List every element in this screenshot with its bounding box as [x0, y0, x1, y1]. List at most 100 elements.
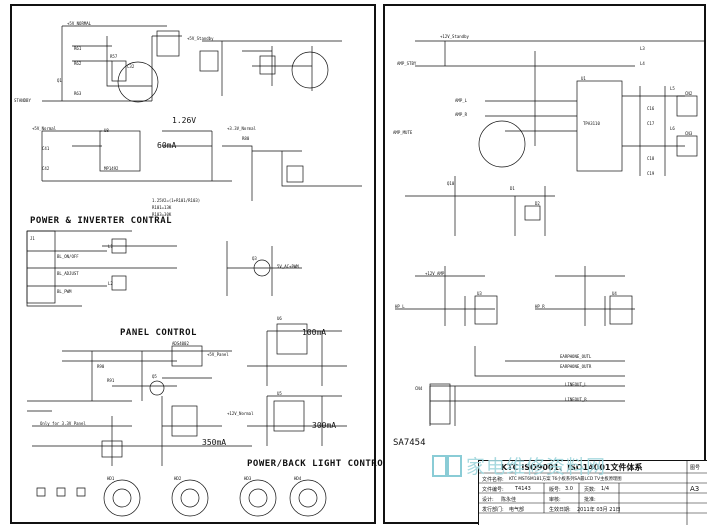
component-designator: L6	[670, 126, 675, 131]
net-hp-l: HP_L	[395, 304, 405, 309]
date-label: 生效日期:	[549, 507, 571, 513]
component-designator: R61	[74, 46, 82, 51]
component-designator: C19	[647, 171, 655, 176]
sheet-size: A3	[690, 485, 700, 493]
net-amp-l: AMP_L	[455, 98, 468, 103]
component-designator: HD4	[294, 476, 302, 481]
note-100ma: 100mA	[302, 328, 327, 337]
net-12v-standby: +12V_Standby	[440, 34, 469, 39]
component-designator: C42	[42, 166, 50, 171]
net-hp-r: HP_R	[535, 304, 545, 309]
title-block: KTC ISO9001、ISO14001文件体系 文件名称: KTC MST6M…	[478, 460, 707, 525]
component-designator: U6	[277, 316, 282, 321]
net-5v-normal: +5V_Normal	[32, 126, 57, 131]
title-block-grid	[479, 461, 707, 525]
component-designator: U4	[612, 291, 617, 296]
component-designator: Q10	[447, 181, 455, 186]
net-lineout-l: LINEOUT_L	[565, 382, 587, 387]
note-60ma: 60mA	[157, 141, 177, 150]
note-350ma: 350mA	[202, 438, 227, 447]
note-formula-2: R101=13K	[152, 205, 172, 210]
version-label: 版号:	[549, 487, 561, 493]
note-300ma: 300mA	[312, 421, 337, 430]
pages-value: 1/4	[601, 486, 610, 492]
component-designator: U8	[104, 128, 109, 133]
component-designator: TPA3110	[583, 121, 600, 126]
component-designator: ADS4002	[172, 341, 189, 346]
component-designator: U5	[277, 391, 282, 396]
note-formula-3: R103=30K	[152, 212, 172, 217]
component-designator: J1	[30, 236, 35, 241]
component-designator: L3	[640, 46, 645, 51]
heading-power-inverter: POWER & INVERTER CONTRAL	[30, 216, 173, 226]
component-designator: C17	[647, 121, 655, 126]
pages-label: 页数:	[584, 487, 596, 493]
component-designator: C16	[647, 106, 655, 111]
component-designator: L4	[640, 61, 645, 66]
component-designator: HD1	[107, 476, 115, 481]
component-designator: Q5	[152, 374, 157, 379]
component-designator: C41	[42, 146, 50, 151]
watermark-text: 家电维修资料网	[466, 456, 607, 478]
net-bl-adjust: BL_ADJUST	[57, 271, 79, 276]
design-label: 设计:	[482, 497, 494, 503]
review-label: 审核:	[549, 497, 561, 503]
company-title: KTC ISO9001、ISO14001文件体系	[501, 463, 643, 472]
component-designator: Q1	[57, 78, 62, 83]
heading-power-backlight: POWER/BACK LIGHT CONTROL	[247, 459, 390, 469]
component-designator: CN4	[415, 386, 423, 391]
net-amp-mute: AMP_MUTE	[393, 130, 413, 135]
note-1-26v: 1.26V	[172, 116, 197, 125]
note-formula-1: 1.25V2=(1+R101/R103)	[152, 198, 201, 203]
component-designator: CN3	[685, 131, 693, 136]
net-bl-onoff: BL_ON/OFF	[57, 254, 79, 259]
component-designator: R91	[107, 378, 115, 383]
note-only-3v3-panel: Only for 3.3V Panel	[40, 421, 86, 426]
corner-label: SA7454	[393, 438, 426, 448]
net-3v3-normal: +3.3V_Normal	[227, 126, 256, 131]
drawing-no-label: 图号	[690, 465, 701, 471]
dept-label: 发行部门:	[482, 507, 504, 513]
component-designator: HD3	[244, 476, 252, 481]
file-name-value: KTC MST6M181方案 T6小板系列SA最LCD TV主板原理图	[509, 477, 622, 482]
net-bl-pwm: BL_PWM	[57, 289, 72, 294]
net-5v-standby: +5V_Standby	[187, 36, 214, 41]
component-designator: R90	[97, 364, 105, 369]
component-designator: CN2	[685, 91, 693, 96]
net-amp-r: AMP_R	[455, 112, 468, 117]
component-designator: HD2	[174, 476, 182, 481]
component-designator: R63	[74, 91, 82, 96]
left-schematic-wiring	[26, 25, 362, 517]
component-designator: Q3	[252, 256, 257, 261]
dept-value: 电气部	[509, 507, 525, 513]
component-designator: R80	[242, 136, 250, 141]
component-designator: C18	[647, 156, 655, 161]
right-schematic-wiring	[395, 40, 705, 426]
file-no-label: 文件编号:	[482, 487, 504, 493]
net-5v-panel: +5V_Panel	[207, 352, 229, 357]
component-designator: D1	[510, 186, 515, 191]
component-designator: R62	[74, 61, 82, 66]
component-designator: MP1492	[104, 166, 119, 171]
net-5v-normal-top: +5V_NORMAL	[67, 21, 92, 26]
component-designator: D2	[535, 201, 540, 206]
file-name-label: 文件名称:	[482, 477, 504, 483]
net-amp-stby: AMP_STBY	[397, 61, 417, 66]
net-ac-pwm: 5V_AC+PWM	[277, 264, 299, 269]
watermark: 家电维修资料网	[430, 450, 695, 480]
component-designator: R57	[110, 54, 118, 59]
right-schematic-panel: +12V_Standby AMP_STBY AMP_L AMP_R AMP_MU…	[383, 4, 706, 524]
net-earphone-r: EARPHONE_OUTR	[560, 364, 592, 369]
version-value: 3.0	[565, 486, 573, 492]
component-designator: L1	[108, 244, 113, 249]
approve-label: 批准:	[584, 497, 596, 503]
left-schematic-panel: +5V_NORMAL +5V_Standby STANDBY +5V_Norma…	[10, 4, 389, 524]
net-12v-amp: +12V_AMP	[425, 271, 445, 276]
component-designator: U1	[581, 76, 586, 81]
net-earphone-l: EARPHONE_OUTL	[560, 354, 592, 359]
component-designator: L2	[108, 281, 113, 286]
net-lineout-r: LINEOUT_R	[565, 397, 587, 402]
file-no-value: T4143	[515, 486, 531, 492]
net-12v-normal: +12V_Normal	[227, 411, 254, 416]
watermark-book-icon	[432, 455, 462, 477]
